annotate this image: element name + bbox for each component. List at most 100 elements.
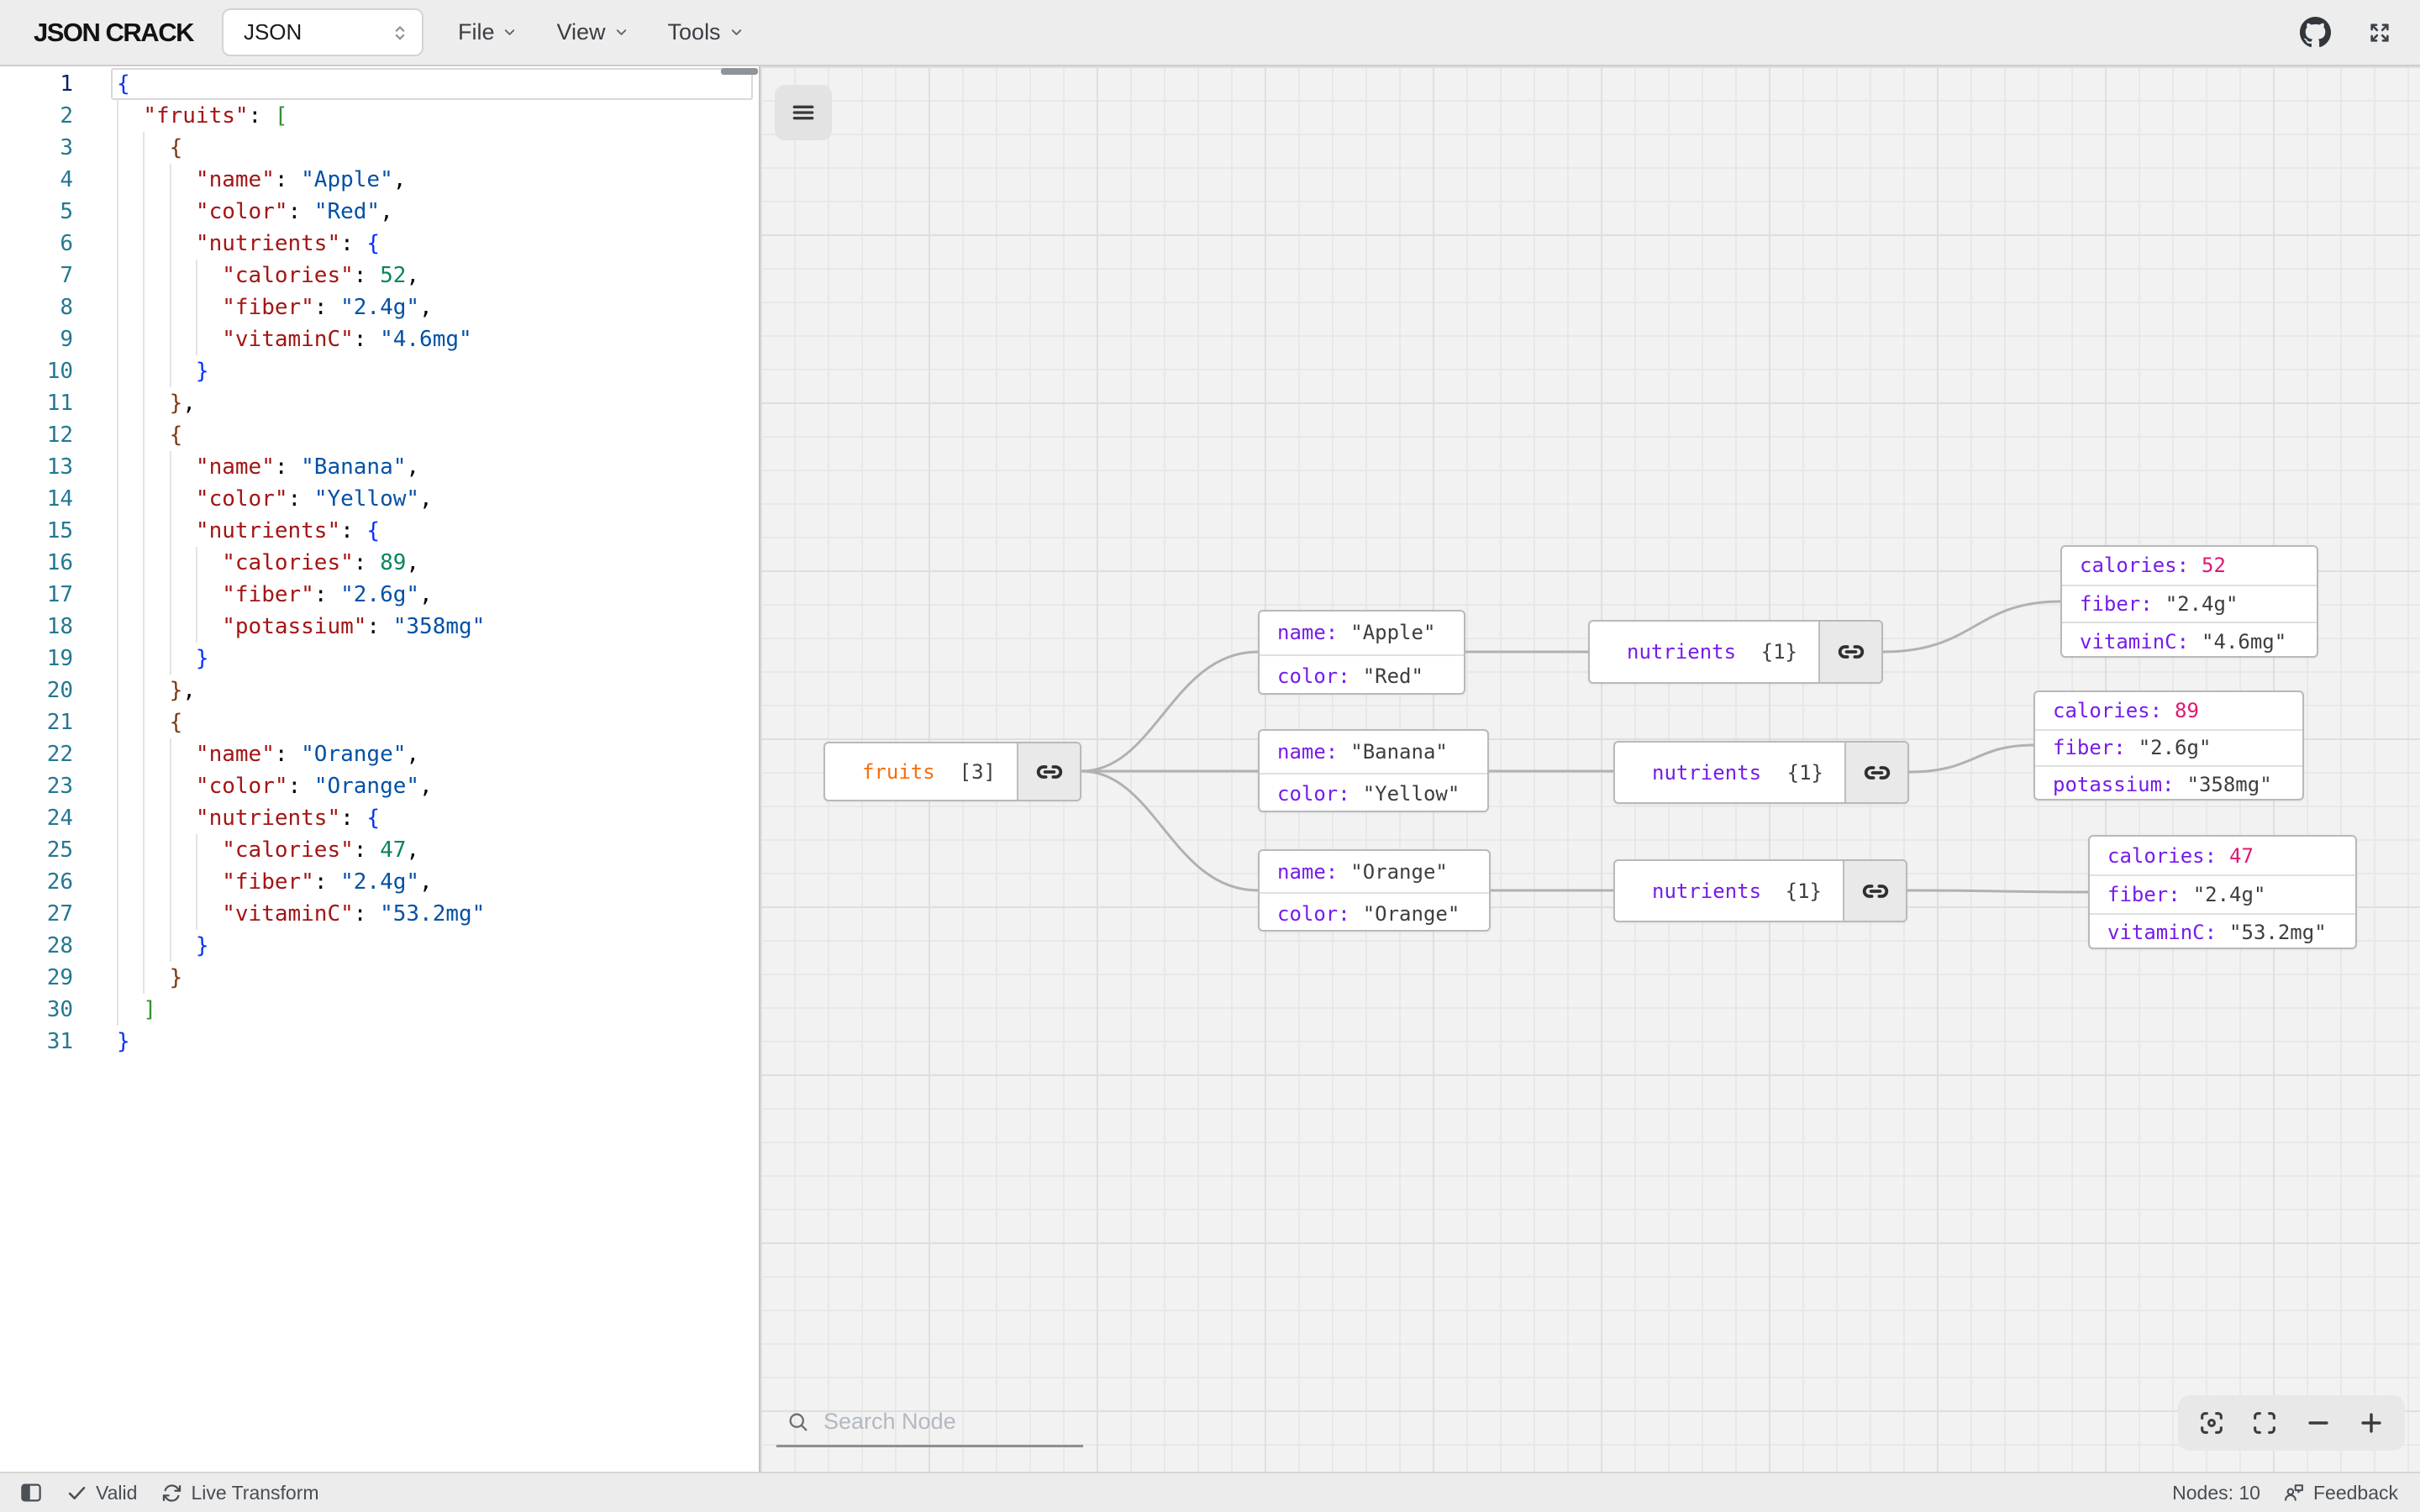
indent-guide	[169, 196, 171, 228]
json-editor[interactable]: 1{2 "fruits": [3 {4 "name": "Apple",5 "c…	[0, 66, 760, 1472]
status-bar: Valid Live Transform Nodes: 10 Feedback	[0, 1472, 2420, 1512]
indent-guide	[169, 323, 171, 355]
graph-canvas[interactable]: fruits[3] name:"Apple"color:"Red" name:"Ba…	[760, 66, 2420, 1472]
node-banana-nutrients[interactable]: nutrients{1}	[1613, 741, 1909, 804]
toggle-sidebar-button[interactable]	[18, 1480, 44, 1505]
indent-guide	[117, 738, 118, 770]
indent-guide	[143, 196, 145, 228]
graph-menu-button[interactable]	[775, 85, 832, 140]
feedback-icon	[2285, 1484, 2303, 1501]
indent-guide	[117, 196, 118, 228]
node-row: name:"Orange"	[1277, 859, 1448, 884]
plus-icon	[2361, 1413, 2381, 1433]
collapse-node-button[interactable]	[1844, 743, 1907, 802]
check-icon	[68, 1486, 86, 1499]
indent-guide	[117, 355, 118, 387]
indent-guide	[143, 866, 145, 898]
focus-center-button[interactable]	[2188, 1399, 2235, 1446]
indent-guide	[117, 419, 118, 451]
indent-guide	[117, 100, 118, 132]
line-number: 9	[60, 327, 73, 352]
search-node-box	[776, 1404, 1121, 1447]
indent-guide	[195, 866, 197, 898]
node-apple-name-color[interactable]: name:"Apple"color:"Red"	[1258, 610, 1465, 695]
indent-guide	[169, 355, 171, 387]
indent-guide	[117, 706, 118, 738]
indent-guide	[143, 132, 145, 164]
fit-view-button[interactable]	[2241, 1399, 2288, 1446]
indent-guide	[117, 132, 118, 164]
code-line: 17 "fiber": "2.6g",	[0, 579, 759, 611]
zoom-out-button[interactable]	[2295, 1399, 2342, 1446]
collapse-node-button[interactable]	[1017, 743, 1080, 800]
line-number: 4	[60, 167, 73, 192]
editor-scrollbar[interactable]	[721, 68, 758, 75]
menu-view[interactable]: View	[537, 0, 648, 66]
link-icon	[1838, 645, 1864, 659]
line-number: 23	[46, 774, 73, 799]
node-apple-nutrients[interactable]: nutrients{1}	[1588, 620, 1883, 684]
indent-guide	[169, 770, 171, 802]
indent-guide	[169, 930, 171, 962]
node-row: name:"Apple"	[1277, 621, 1436, 645]
valid-status[interactable]: Valid	[66, 1482, 137, 1504]
indent-guide	[117, 483, 118, 515]
github-icon[interactable]	[2300, 17, 2331, 48]
code-line: 27 "vitaminC": "53.2mg"	[0, 898, 759, 930]
format-select[interactable]: JSON	[221, 8, 424, 56]
collapse-node-button[interactable]	[1843, 861, 1906, 921]
collapse-node-button[interactable]	[1818, 622, 1881, 682]
code-line: 29 }	[0, 962, 759, 994]
code-line: 1{	[0, 68, 759, 100]
code-line: 19 }	[0, 643, 759, 675]
line-number: 30	[46, 997, 73, 1022]
indent-guide	[117, 643, 118, 675]
node-fruits[interactable]: fruits[3]	[823, 742, 1081, 801]
node-orange-name-color[interactable]: name:"Orange"color:"Orange"	[1258, 849, 1491, 932]
code-line: 15 "nutrients": {	[0, 515, 759, 547]
node-banana-name-color[interactable]: name:"Banana"color:"Yellow"	[1258, 729, 1489, 812]
live-transform-toggle[interactable]: Live Transform	[160, 1482, 319, 1504]
node-count-badge: {1}	[1785, 879, 1822, 903]
menu-tools[interactable]: Tools	[649, 0, 764, 66]
link-icon	[1036, 764, 1062, 779]
indent-guide	[117, 547, 118, 579]
search-node-input[interactable]	[823, 1409, 1121, 1435]
menu-view-label: View	[556, 19, 606, 45]
indent-guide	[169, 611, 171, 643]
code-line: 14 "color": "Yellow",	[0, 483, 759, 515]
indent-guide	[169, 260, 171, 291]
feedback-button[interactable]: Feedback	[2282, 1481, 2398, 1504]
fullscreen-icon[interactable]	[2366, 19, 2393, 46]
indent-guide	[143, 483, 145, 515]
indent-guide	[143, 834, 145, 866]
node-row: fiber:"2.4g"	[2062, 584, 2317, 622]
main-area: 1{2 "fruits": [3 {4 "name": "Apple",5 "c…	[0, 66, 2420, 1472]
line-number: 17	[46, 582, 73, 607]
line-number: 3	[60, 135, 73, 160]
line-number: 27	[46, 901, 73, 927]
indent-guide	[117, 802, 118, 834]
code-line: 25 "calories": 47,	[0, 834, 759, 866]
node-key-label: nutrients	[1627, 640, 1737, 664]
node-row: fiber:"2.4g"	[2090, 874, 2355, 912]
app-logo[interactable]: JSON CRACK	[34, 17, 194, 47]
indent-guide	[143, 419, 145, 451]
indent-guide	[169, 866, 171, 898]
indent-guide	[143, 323, 145, 355]
node-orange-nutrients[interactable]: nutrients{1}	[1613, 859, 1907, 922]
code-line: 26 "fiber": "2.4g",	[0, 866, 759, 898]
indent-guide	[143, 355, 145, 387]
indent-guide	[143, 164, 145, 196]
zoom-in-button[interactable]	[2348, 1399, 2395, 1446]
code-line: 4 "name": "Apple",	[0, 164, 759, 196]
menu-file[interactable]: File	[439, 0, 538, 66]
format-select-value: JSON	[243, 19, 302, 45]
code-line: 12 {	[0, 419, 759, 451]
line-number: 14	[46, 486, 73, 512]
node-row: calories:47	[2107, 843, 2254, 868]
node-row: potassium:"358mg"	[2035, 765, 2302, 802]
